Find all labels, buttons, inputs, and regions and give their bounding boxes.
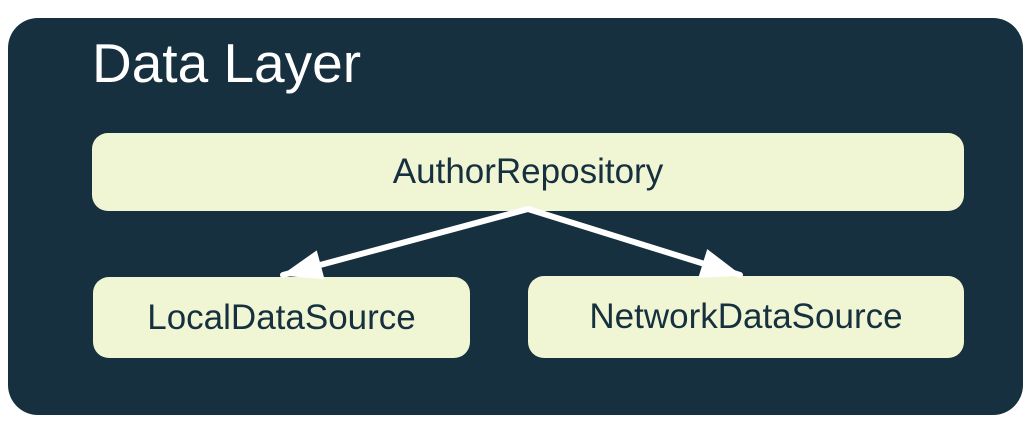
data-layer-group: Data Layer AuthorRepository LocalDataSou… [8,18,1023,415]
node-author-repository: AuthorRepository [92,133,964,211]
node-local-data-source-label: LocalDataSource [147,297,416,337]
diagram-title: Data Layer [92,32,362,94]
node-network-data-source-label: NetworkDataSource [589,297,903,336]
node-network-data-source: NetworkDataSource [528,276,964,358]
node-local-data-source: LocalDataSource [93,277,470,358]
node-author-repository-label: AuthorRepository [392,152,664,191]
